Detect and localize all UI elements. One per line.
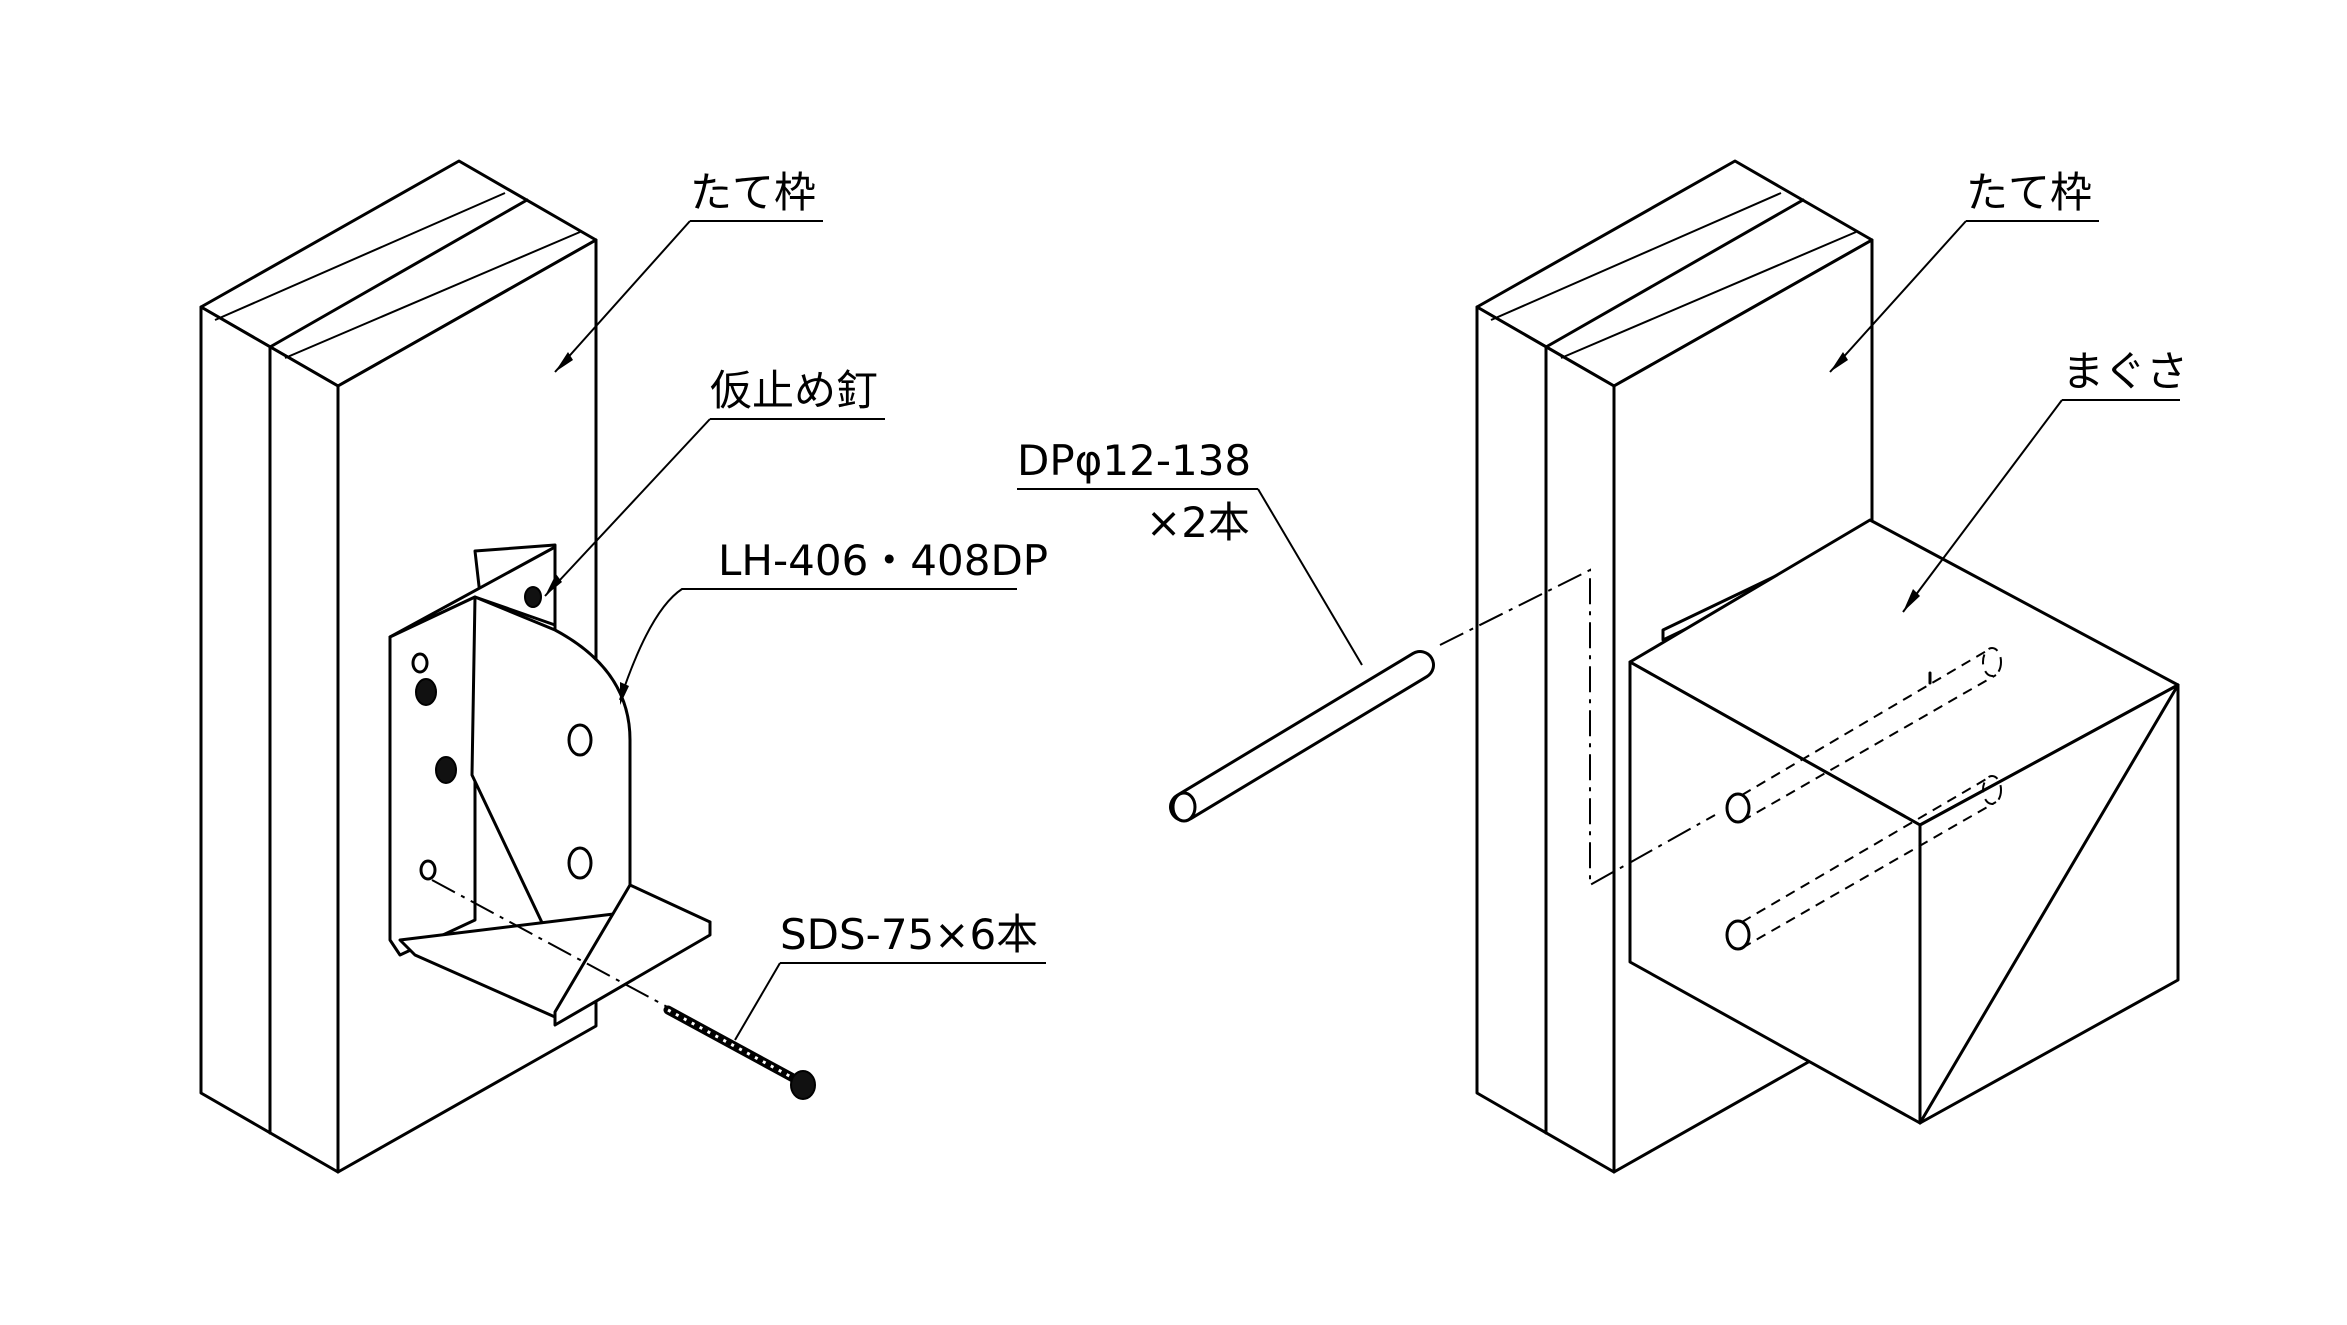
left-screw-axis [431,879,674,1011]
side-hole-2 [567,846,593,880]
left-post-hatch-2 [284,231,581,359]
pin-body [1172,653,1432,819]
right-leaders [1017,220,2180,666]
right-assembly: たて枠 まぐさ DPφ12-138 ×2本 [1017,159,2188,1174]
label-temp-nail: 仮止め釘 [710,366,878,415]
right-post-ply-line [1544,198,1805,349]
right-post-hatch-2 [1560,231,1857,359]
leader-pin [1257,488,1363,666]
pin-hole-2 [1725,919,1751,951]
leader-frame-left [554,220,691,373]
leader-nail [544,418,711,597]
hanger-left-plate [388,595,477,957]
arrow-beam [1903,589,1920,612]
leader-beam [1902,399,2063,613]
left-post-hatch-1 [214,192,506,321]
hidden-pin-2-top [1741,777,1989,923]
screw-thread [667,1008,796,1081]
hidden-pin-2-end [1982,775,2002,805]
nail-head-1 [415,678,437,706]
right-post-hatch-1 [1490,192,1782,321]
left-leaders [544,220,1046,1041]
hidden-pin-1-bottom [1741,674,1997,822]
drift-pin [1169,650,1435,823]
arrow-hanger [620,682,629,705]
label-hanger: LH-406・408DP [718,536,1048,585]
leader-hanger [619,588,715,701]
beam-end-diagonal [1918,683,2180,1125]
left-post-ply-line [268,198,529,349]
label-drift-pin: DPφ12-138 [1017,436,1251,485]
left-assembly: たて枠 仮止め釘 LH-406・408DP SDS-75×6本 [199,159,1048,1174]
hidden-pin-1-end [1982,647,2002,677]
leader-screw [734,962,781,1041]
label-drift-pin-qty: ×2本 [1146,498,1250,547]
label-frame-left: たて枠 [690,168,816,217]
arrow-frame-right [1830,352,1848,372]
hanger-hole-1 [411,652,429,674]
arrow-frame-left [555,352,573,372]
left-joist-hanger [388,543,712,1027]
hanger-hole-2 [419,859,437,881]
hanger-seat-edge [553,883,712,1027]
hidden-hanger-outline [1439,568,1716,887]
nail-head-2 [435,756,457,784]
leader-frame-right [1829,220,1967,373]
arrow-nail [545,574,562,596]
label-screw: SDS-75×6本 [780,910,1038,959]
label-header-beam: まぐさ [2062,347,2188,396]
pin-end [1171,791,1197,823]
hidden-pin-2-bottom [1741,801,1997,949]
screw-head [790,1070,816,1100]
right-header-beam [1628,518,2180,1125]
left-screw [663,1005,816,1100]
label-frame-right: たて枠 [1966,168,2092,217]
hidden-pin-1-top [1741,649,1989,796]
side-hole-1 [567,723,593,757]
nail-head-3 [524,586,542,608]
pin-hole-1 [1725,792,1751,824]
